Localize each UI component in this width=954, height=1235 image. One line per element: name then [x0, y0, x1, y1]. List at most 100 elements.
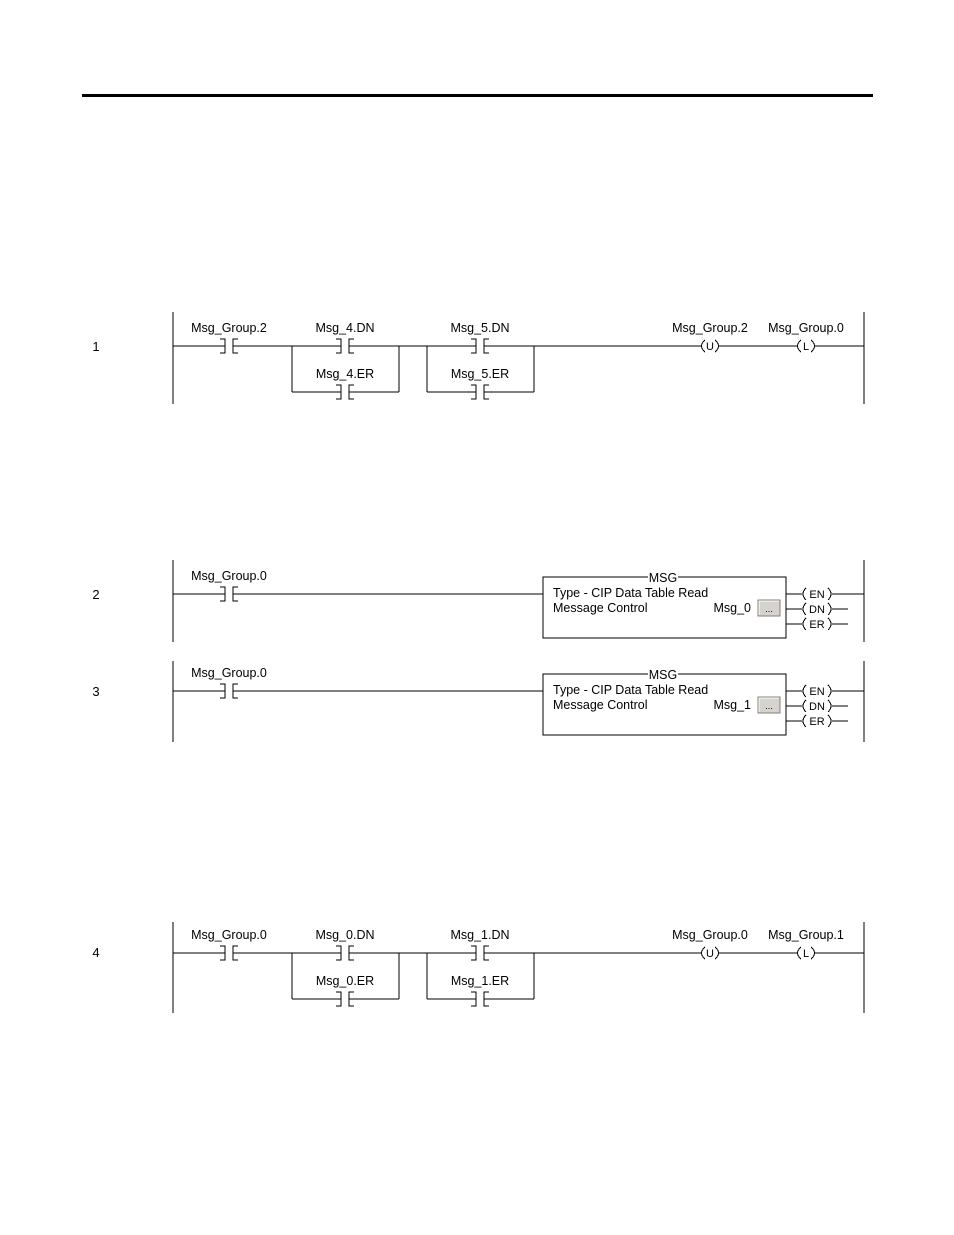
xic-contact[interactable]: Msg_Group.0: [191, 928, 267, 961]
rung-number: 2: [92, 587, 99, 602]
contact-bracket-left: [471, 384, 477, 400]
out-arc-right: [827, 714, 832, 728]
out-arc-left: [802, 699, 807, 713]
contact-tag: Msg_1.ER: [451, 974, 509, 988]
msg-control-label: Message Control: [553, 601, 648, 615]
xic-contact[interactable]: Msg_4.DN: [315, 321, 375, 354]
msg-title-gap: [648, 672, 678, 676]
msg-status-output: EN: [802, 684, 832, 698]
contact-bracket-left: [336, 384, 342, 400]
xic-contact[interactable]: Msg_0.ER: [316, 974, 374, 1007]
msg-output-label: EN: [809, 589, 824, 601]
contact-tag: Msg_5.DN: [450, 321, 509, 335]
header-rule: [82, 94, 873, 97]
contact-bracket-right: [232, 338, 238, 354]
msg-type: Type - CIP Data Table Read: [553, 683, 708, 697]
msg-box: [542, 576, 787, 639]
browse-button-face: [757, 599, 781, 617]
contact-tag: Msg_0.DN: [315, 928, 374, 942]
coil-arc-left: [797, 946, 802, 960]
msg-output-label: DN: [809, 604, 825, 616]
msg-status-output: DN: [802, 699, 832, 713]
xic-contact[interactable]: Msg_5.ER: [451, 367, 509, 400]
msg-output-label: DN: [809, 701, 825, 713]
rung-number: 4: [92, 945, 99, 960]
xic-contact[interactable]: Msg_Group.2: [191, 321, 267, 354]
contact-bracket-right: [483, 384, 489, 400]
xic-contact[interactable]: Msg_Group.0: [191, 666, 267, 699]
coil-arc-right: [810, 946, 815, 960]
contact-bracket-right: [232, 586, 238, 602]
msg-browse-button[interactable]: ...: [757, 599, 781, 617]
contact-bracket-right: [348, 338, 354, 354]
msg-status-output: ER: [802, 714, 832, 728]
out-arc-left: [802, 617, 807, 631]
parallel-branch: Msg_1.DN Msg_1.ER: [426, 928, 535, 1007]
coil-symbol: L: [803, 341, 809, 353]
coil-tag: Msg_Group.1: [768, 928, 844, 942]
rung-number: 1: [92, 339, 99, 354]
out-arc-left: [802, 714, 807, 728]
contact-bracket-left: [336, 338, 342, 354]
msg-output-label: ER: [809, 619, 824, 631]
contact-tag: Msg_0.ER: [316, 974, 374, 988]
contact-tag: Msg_4.ER: [316, 367, 374, 381]
contact-bracket-right: [348, 991, 354, 1007]
contact-tag: Msg_Group.0: [191, 569, 267, 583]
msg-output-label: EN: [809, 686, 824, 698]
msg-browse-button[interactable]: ...: [757, 696, 781, 714]
browse-button-face: [757, 696, 781, 714]
contact-bracket-left: [336, 945, 342, 961]
out-arc-right: [827, 617, 832, 631]
coil-tag: Msg_Group.0: [768, 321, 844, 335]
rung-number: 3: [92, 684, 99, 699]
xic-contact[interactable]: Msg_1.ER: [451, 974, 509, 1007]
out-arc-right: [827, 587, 832, 601]
contact-bracket-right: [483, 945, 489, 961]
contact-tag: Msg_4.DN: [315, 321, 374, 335]
msg-control-tag: Msg_1: [713, 698, 751, 712]
contact-tag: Msg_Group.2: [191, 321, 267, 335]
out-arc-right: [827, 684, 832, 698]
contact-tag: Msg_5.ER: [451, 367, 509, 381]
msg-title-gap: [648, 575, 678, 579]
contact-bracket-left: [471, 991, 477, 1007]
parallel-branch: Msg_4.DN Msg_4.ER: [291, 321, 400, 400]
msg-status-output: EN: [802, 587, 832, 601]
output-coil[interactable]: L Msg_Group.0: [768, 321, 844, 353]
contact-tag: Msg_Group.0: [191, 666, 267, 680]
parallel-branch: Msg_0.DN Msg_0.ER: [291, 928, 400, 1007]
contact-bracket-right: [348, 384, 354, 400]
coil-symbol: U: [706, 341, 714, 353]
output-coil[interactable]: U Msg_Group.2: [672, 321, 748, 353]
xic-contact[interactable]: Msg_Group.0: [191, 569, 267, 602]
contact-bracket-right: [232, 683, 238, 699]
contact-bracket-right: [232, 945, 238, 961]
msg-control-label: Message Control: [553, 698, 648, 712]
xic-contact[interactable]: Msg_4.ER: [316, 367, 374, 400]
out-arc-left: [802, 587, 807, 601]
coil-tag: Msg_Group.0: [672, 928, 748, 942]
contact-tag: Msg_1.DN: [450, 928, 509, 942]
xic-contact[interactable]: Msg_5.DN: [450, 321, 510, 354]
coil-tag: Msg_Group.2: [672, 321, 748, 335]
contact-bracket-left: [471, 338, 477, 354]
contact-bracket-left: [471, 945, 477, 961]
msg-status-output: ER: [802, 617, 832, 631]
xic-contact[interactable]: Msg_0.DN: [315, 928, 375, 961]
msg-control-tag: Msg_0: [713, 601, 751, 615]
coil-arc-right: [714, 339, 719, 353]
out-arc-right: [827, 602, 832, 616]
contact-bracket-right: [483, 991, 489, 1007]
coil-arc-right: [714, 946, 719, 960]
xic-contact[interactable]: Msg_1.DN: [450, 928, 510, 961]
msg-box: [542, 673, 787, 736]
contact-bracket-left: [336, 991, 342, 1007]
